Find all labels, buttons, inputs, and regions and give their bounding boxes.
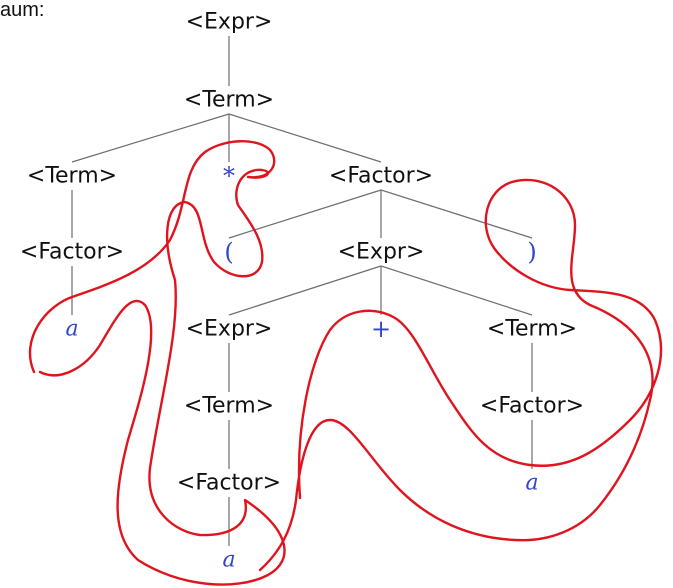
tree-node-nonterminal: <Expr> (186, 10, 273, 35)
tree-node-terminal: + (371, 315, 391, 343)
tree-node-terminal: ( (224, 238, 233, 266)
tree-edge-n4-n8 (380, 189, 533, 239)
tree-edge-n1-n4 (228, 113, 382, 163)
tree-node-terminal: a (222, 548, 235, 573)
tree-node-nonterminal: <Expr> (338, 240, 425, 265)
tree-edge-n7-n12 (380, 265, 533, 316)
tree-edge-n4-n6 (228, 189, 382, 239)
tree-nodes: <Expr> <Term> <Term> * <Factor> <Factor> ( <Exp… (20, 10, 584, 573)
traversal-path (28, 140, 286, 586)
tree-node-nonterminal: <Factor> (480, 394, 584, 419)
tree-node-terminal: a (525, 471, 538, 496)
tree-node-nonterminal: <Factor> (177, 471, 281, 496)
tree-edges (71, 36, 533, 546)
traversal-scribble (28, 140, 663, 586)
tree-node-nonterminal: <Expr> (186, 317, 273, 342)
caption-text: aum: (0, 0, 44, 21)
traversal-path-right (258, 178, 663, 572)
tree-node-nonterminal: <Term> (27, 164, 117, 189)
tree-node-nonterminal: <Term> (184, 394, 274, 419)
tree-node-terminal: ) (527, 238, 536, 266)
tree-edge-n7-n10 (228, 265, 382, 316)
tree-node-nonterminal: <Term> (184, 88, 274, 113)
tree-node-nonterminal: <Factor> (329, 164, 433, 189)
tree-node-terminal: a (65, 317, 78, 342)
tree-node-nonterminal: <Term> (487, 317, 577, 342)
tree-node-terminal: * (223, 162, 235, 190)
tree-edge-n1-n2 (71, 113, 230, 163)
tree-node-nonterminal: <Factor> (20, 240, 124, 265)
